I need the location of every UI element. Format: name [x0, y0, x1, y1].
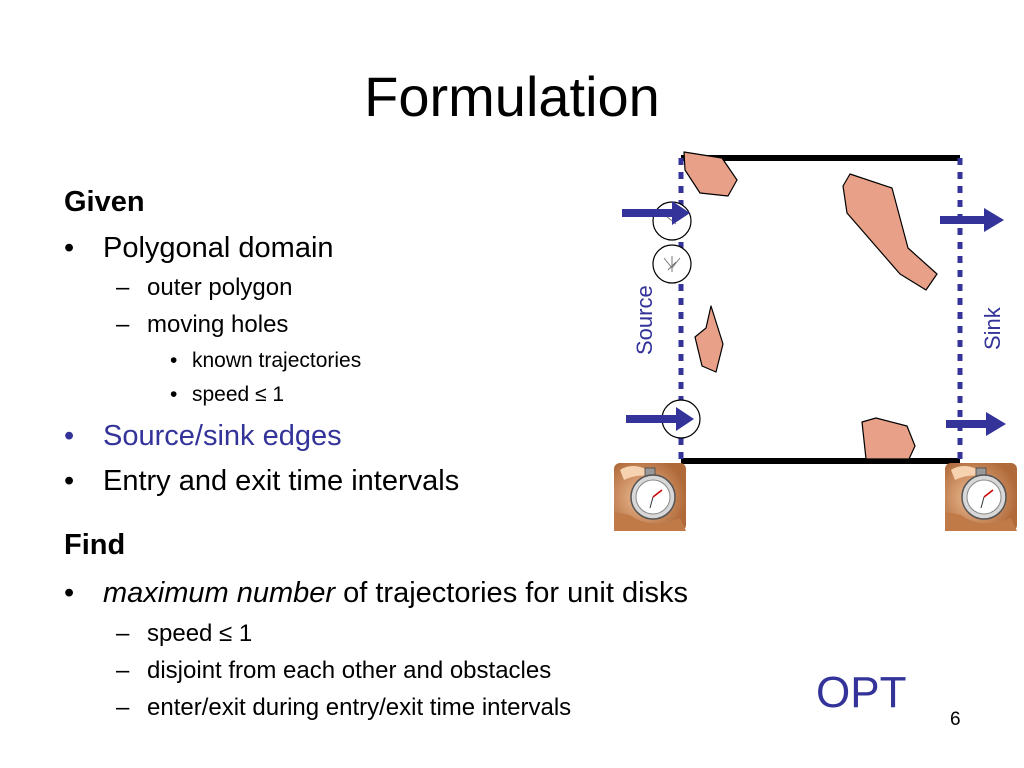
- obstacle-polygon: [683, 151, 738, 197]
- exit-arrow-head: [984, 208, 1004, 232]
- dash-bullet: –: [116, 274, 130, 301]
- moving-holes-item: moving holes: [147, 311, 289, 338]
- speed-item: speed ≤ 1: [192, 383, 285, 406]
- entry-arrow-shaft: [622, 209, 674, 217]
- exit-arrow-shaft: [946, 420, 988, 428]
- bullet: •: [64, 420, 75, 452]
- source-label: Source: [632, 285, 657, 355]
- small-bullet: •: [170, 349, 178, 372]
- entry-exit-item: Entry and exit time intervals: [103, 465, 460, 497]
- stopwatch-hand-icon: [614, 463, 686, 531]
- max-number-emphasis: maximum number: [103, 577, 336, 609]
- bullet: •: [64, 577, 75, 609]
- opt-label: OPT: [816, 668, 907, 717]
- outer-polygon-item: outer polygon: [147, 274, 293, 301]
- obstacle-polygon: [861, 417, 916, 460]
- obstacle-polygon: [694, 305, 724, 373]
- exit-arrow-shaft: [940, 216, 986, 224]
- slide-title: Formulation: [364, 65, 660, 128]
- disk-sketch-icon: [663, 256, 681, 272]
- page-number: 6: [950, 709, 961, 730]
- dash-bullet: –: [116, 311, 130, 338]
- bullet: •: [64, 232, 75, 264]
- polygonal-domain-item: Polygonal domain: [103, 232, 334, 264]
- sink-label: Sink: [980, 306, 1005, 350]
- dash-bullet: –: [116, 620, 130, 647]
- entry-arrow-head: [672, 201, 690, 225]
- dash-bullet: –: [116, 694, 130, 721]
- stopwatch-hand-icon: [945, 463, 1017, 531]
- obstacle-polygon: [842, 173, 938, 291]
- max-number-rest: of trajectories for unit disks: [335, 577, 689, 609]
- dash-bullet: –: [116, 657, 130, 684]
- enter-exit-item: enter/exit during entry/exit time interv…: [147, 694, 572, 721]
- entry-arrow-head: [676, 407, 694, 431]
- source-sink-item: Source/sink edges: [103, 420, 342, 452]
- exit-arrow-head: [986, 412, 1006, 436]
- find-speed-item: speed ≤ 1: [147, 620, 253, 647]
- given-heading: Given: [64, 186, 145, 218]
- small-bullet: •: [170, 383, 178, 406]
- entry-arrow-shaft: [626, 415, 678, 423]
- max-number-item: maximum number of trajectories for unit …: [103, 576, 688, 610]
- known-trajectories-item: known trajectories: [192, 349, 362, 372]
- find-heading: Find: [64, 529, 126, 561]
- bullet: •: [64, 465, 75, 497]
- disjoint-item: disjoint from each other and obstacles: [147, 657, 552, 684]
